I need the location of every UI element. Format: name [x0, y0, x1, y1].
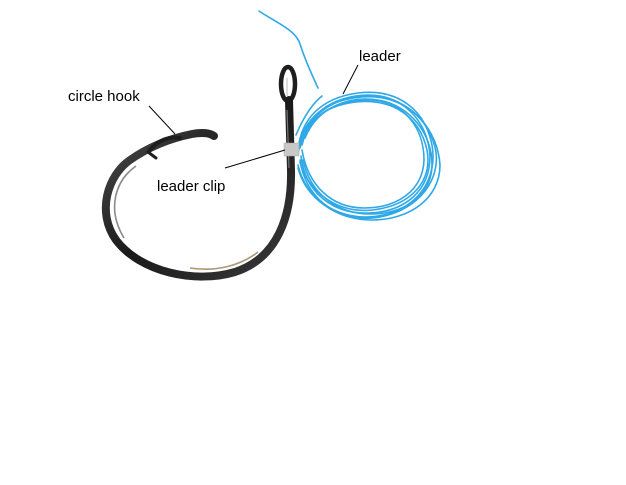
leader-line-icon: [258, 10, 441, 221]
leader-pointer: [342, 64, 359, 95]
circle-hook-pointer: [148, 105, 176, 135]
leader-label: leader: [359, 48, 401, 65]
leader-clip-pointer: [224, 149, 286, 169]
circle-hook-icon: [101, 64, 298, 281]
circle-hook-label: circle hook: [68, 88, 140, 105]
leader-clip-icon: [283, 142, 300, 157]
leader-clip-label: leader clip: [157, 178, 226, 195]
